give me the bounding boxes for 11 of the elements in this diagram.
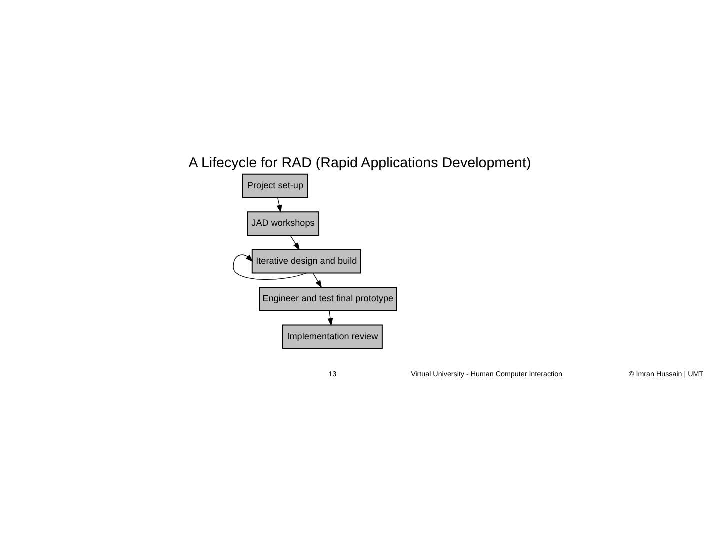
arrow [328, 310, 334, 326]
arrow [276, 198, 282, 214]
arrow [233, 254, 307, 280]
arrow [290, 235, 300, 251]
node-box: Project set-up [242, 174, 308, 198]
node-box: Iterative design and build [252, 249, 362, 274]
node-box: JAD workshops [247, 212, 320, 236]
diagram-title: A Lifecycle for RAD (Rapid Applications Development) [188, 156, 532, 172]
arrow [312, 273, 322, 288]
node-box: Implementation review [282, 324, 383, 350]
node-box: Engineer and test final prototype [259, 287, 398, 312]
